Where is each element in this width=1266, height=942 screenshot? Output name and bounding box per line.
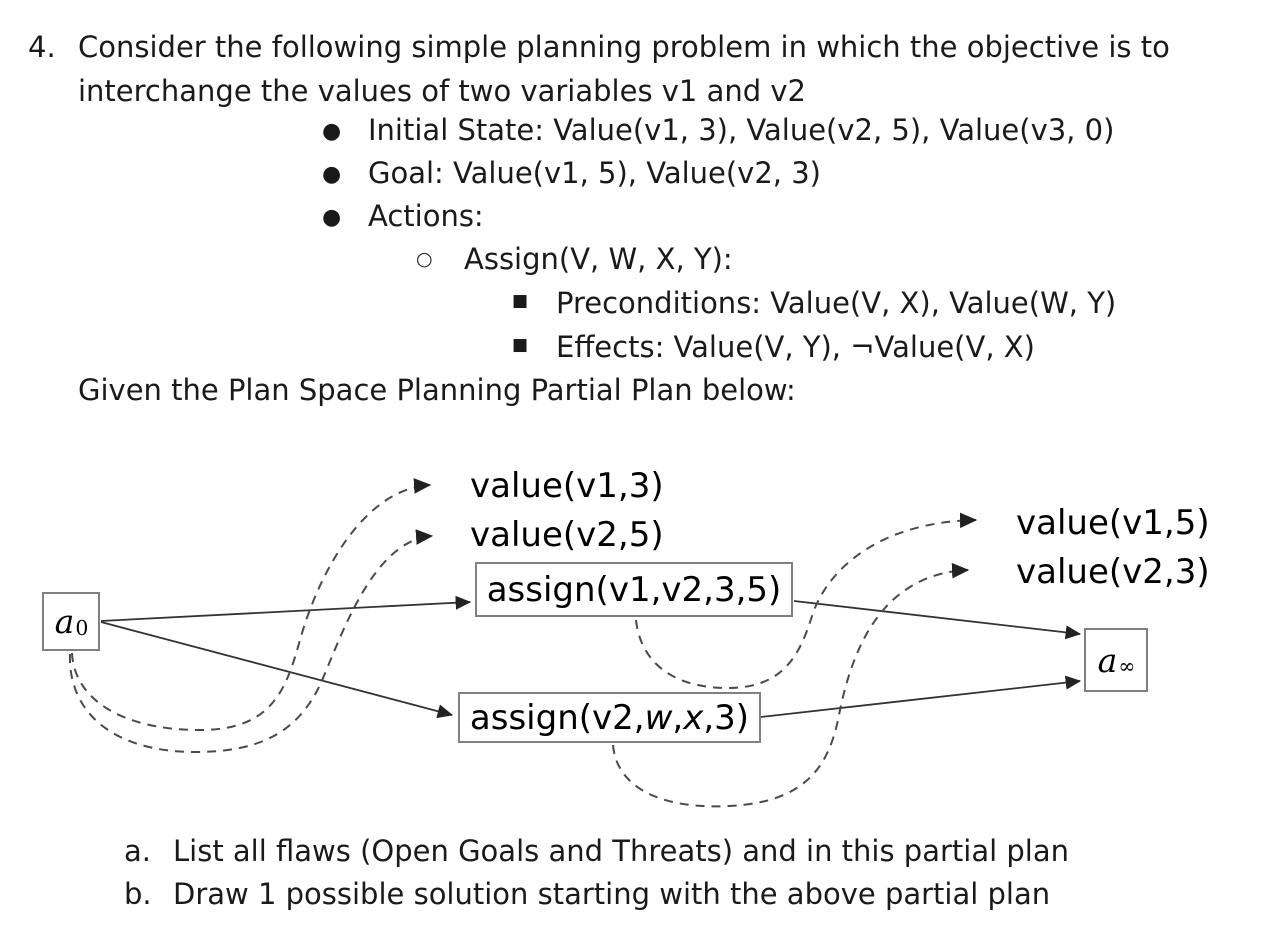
node-assign1-label: assign(v1,v2,3,5) xyxy=(486,569,782,610)
bullet-actions: Actions: xyxy=(368,199,484,233)
question-line-2: interchange the values of two variables … xyxy=(78,74,806,108)
subquestion-b-text: Draw 1 possible solution starting with t… xyxy=(173,877,1051,911)
bullet-initial-state: Initial State: Value(v1, 3), Value(v2, 5… xyxy=(368,113,1115,147)
causal-link-a0-value-v1-3 xyxy=(71,478,432,732)
node-assign2-var-x: x xyxy=(683,697,704,738)
subquestion-a-text: List all flaws (Open Goals and Threats) … xyxy=(173,834,1069,868)
bullet-disc-icon xyxy=(322,119,341,144)
causal-link-assign1-value-v1-5 xyxy=(635,512,978,690)
literal-value-v1-3: value(v1,3) xyxy=(470,466,664,506)
edge-a0-to-assign1 xyxy=(100,595,472,622)
node-assign2-var-w: w xyxy=(644,697,673,738)
bullet-square-icon xyxy=(512,291,528,311)
causal-link-a0-value-v2-5 xyxy=(68,529,434,754)
edge-assign2-to-ainf xyxy=(760,675,1082,718)
goal-value-v1-5: value(v1,5) xyxy=(1016,503,1210,543)
action-effects: Effects: Value(V, Y), ¬Value(V, X) xyxy=(556,330,1035,364)
node-assign-v2-w-x-3[interactable]: assign(v2,w,x,3) xyxy=(458,692,761,743)
node-ainf-label: a xyxy=(1097,640,1118,680)
node-a-infinity[interactable]: a∞ xyxy=(1084,628,1148,692)
edge-a0-to-assign2 xyxy=(100,621,454,719)
causal-link-assign2-value-v2-3 xyxy=(612,562,970,808)
bullet-disc-icon xyxy=(322,162,341,187)
bullet-disc-icon xyxy=(322,205,341,230)
edge-assign1-to-ainf xyxy=(793,600,1082,640)
node-assign-v1-v2-3-5[interactable]: assign(v1,v2,3,5) xyxy=(475,562,793,617)
node-assign2-suffix: ,3) xyxy=(703,697,750,738)
action-preconditions: Preconditions: Value(V, X), Value(W, Y) xyxy=(556,286,1117,320)
question-number: 4. xyxy=(28,30,56,64)
given-caption: Given the Plan Space Planning Partial Pl… xyxy=(78,373,796,407)
action-signature: Assign(V, W, X, Y): xyxy=(464,242,733,276)
diagram-edges xyxy=(68,478,1082,808)
bullet-square-icon xyxy=(512,335,528,355)
node-assign2-sep: , xyxy=(672,697,684,738)
node-a0-subscript: 0 xyxy=(75,615,89,640)
subquestion-a-marker: a. xyxy=(124,834,151,868)
bullet-circle-icon xyxy=(416,248,433,270)
goal-value-v2-3: value(v2,3) xyxy=(1016,552,1210,592)
node-ainf-subscript: ∞ xyxy=(1118,654,1136,678)
bullet-goal: Goal: Value(v1, 5), Value(v2, 3) xyxy=(368,156,821,190)
node-a0-label: a xyxy=(54,602,75,641)
question-line-1: Consider the following simple planning p… xyxy=(78,30,1170,64)
literal-value-v2-5: value(v2,5) xyxy=(470,515,664,555)
node-assign2-prefix: assign(v2, xyxy=(469,697,645,738)
subquestion-b-marker: b. xyxy=(124,877,152,911)
